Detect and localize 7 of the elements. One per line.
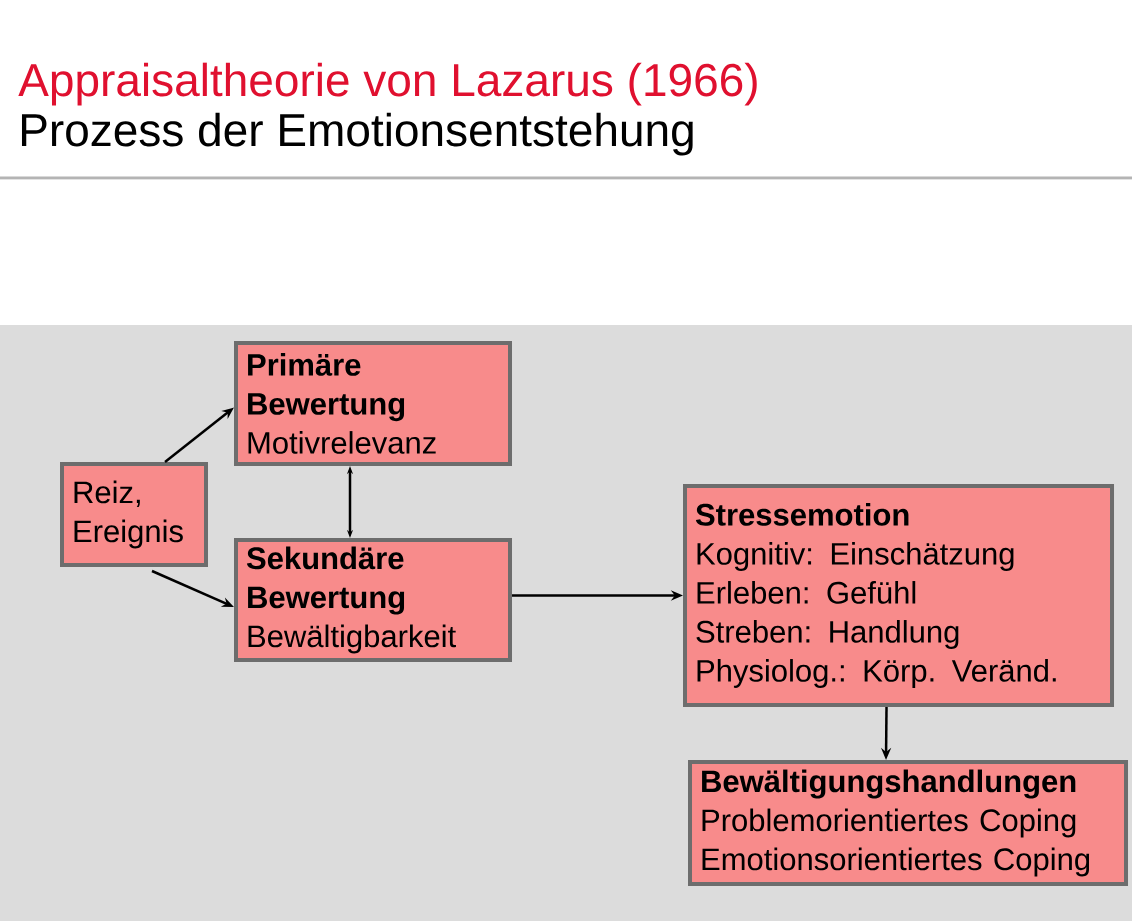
text-box: Reiz, Ereignis [60, 462, 208, 567]
text-box: Sekundäre Bewertung Bewältigbarkeit [234, 538, 512, 662]
text-box: Bewältigungshandlungen Problemorientiertes Coping Emotionsorientiertes Coping [688, 760, 1128, 886]
title: Appraisaltheorie von Lazarus (1966) [18, 62, 757, 106]
text-box: Primäre Bewertung Motivrelevanz [234, 341, 512, 466]
text-box: Stressemotion Kognitiv: Einschätzung Erleben: Gefühl Streben: Handlung Physiolog.: Körp. Veränd. [683, 484, 1114, 707]
subtitle: Prozess der Emotionsentstehung [22, 112, 693, 156]
